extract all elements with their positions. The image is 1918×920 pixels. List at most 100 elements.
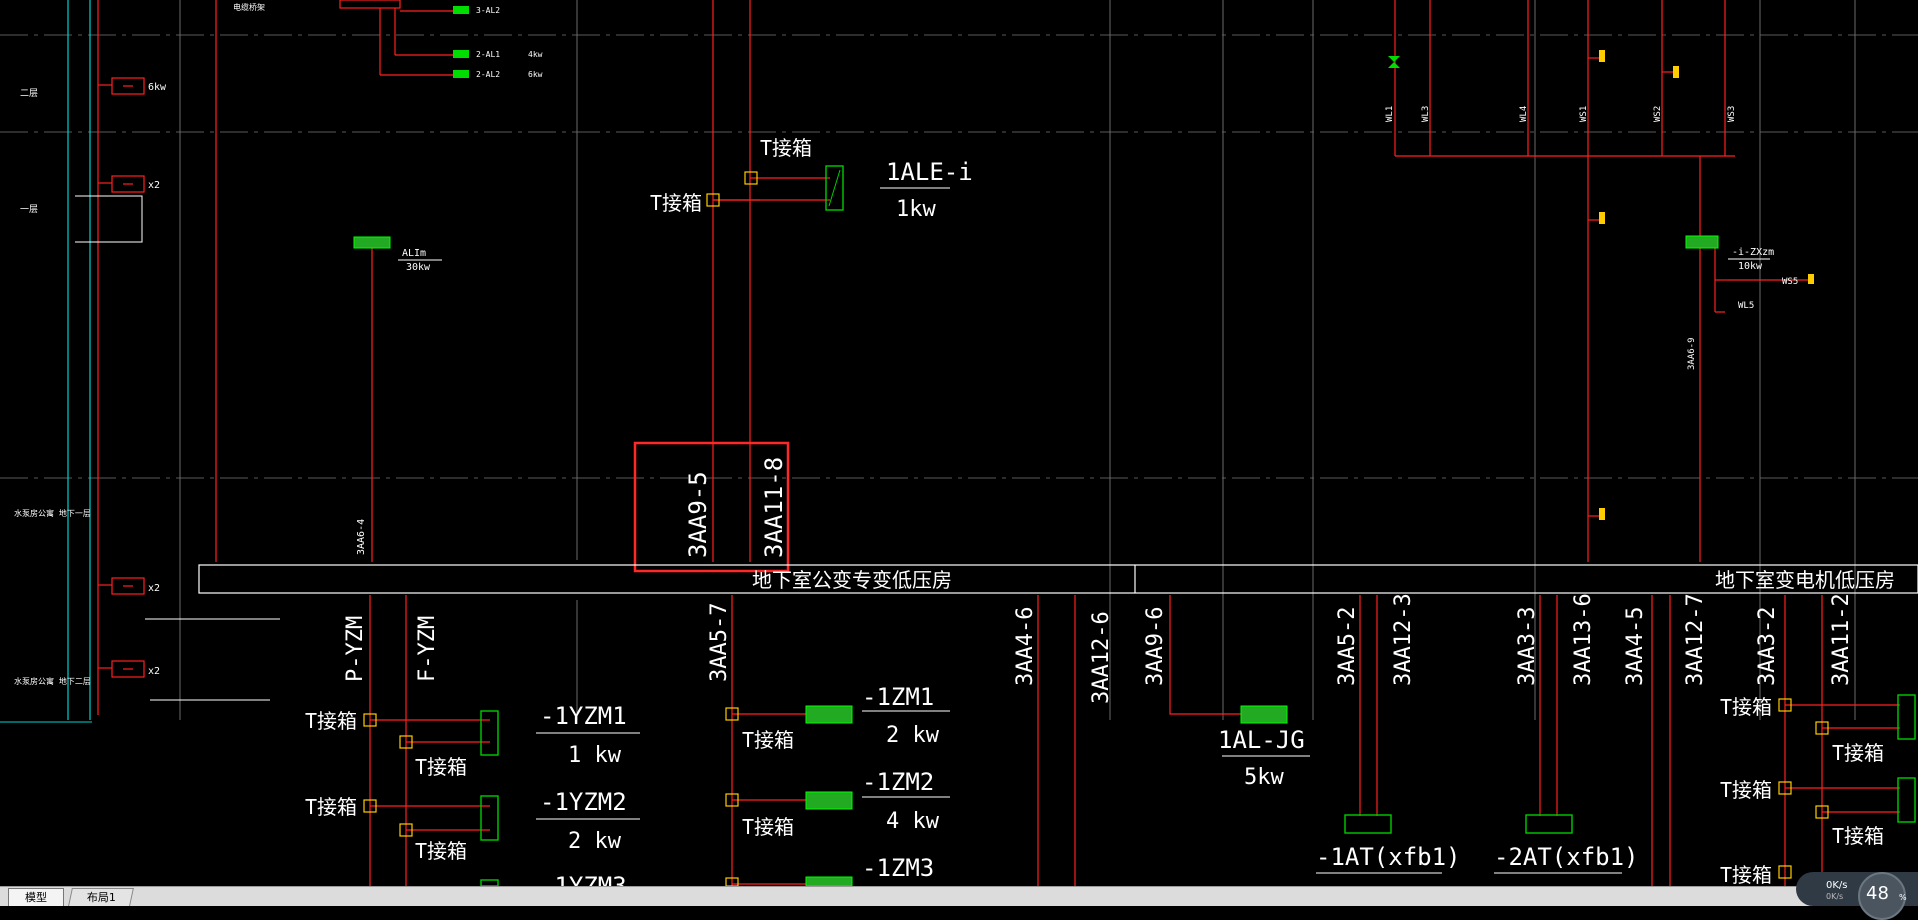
feeder-3aa4-5: 3AA4-5 [1623,607,1648,686]
top-al2-label: 3-AL2 [476,6,500,15]
top-small-panels [453,6,469,78]
row-label: 水泵房公寓 地下二层 [14,676,91,686]
feeder-3aa9-5: 3AA9-5 [684,471,712,558]
circuit-wl5: WL5 [1738,301,1754,311]
lower-panel-boxes [480,694,1916,886]
tab-layout1[interactable]: 布局1 [68,888,134,906]
panel-alim-symbol [353,236,391,249]
usage-gauge-unit: % [1899,893,1907,902]
t-box-label: T接箱 [650,191,702,215]
column-lines [179,0,1856,720]
network-speed-widget[interactable]: 0K/s 0K/s 48 % [1796,872,1918,920]
panel-zxzm-kw: 10kw [1738,261,1763,272]
feeder-3aa3-2: 3AA3-2 [1755,607,1780,686]
panel-1al-jg: 1AL-JG [1218,726,1305,754]
feeder-3aa12-3: 3AA12-3 [1391,593,1416,686]
panel-1yzm1: -1YZM1 [540,702,627,730]
t-box-junction [744,171,758,185]
top-al2b-label: 2-AL2 [476,70,500,79]
t-box-label: T接箱 [1832,824,1884,848]
x2-label: x2 [148,583,160,594]
t-box-label: T接箱 [1720,695,1772,719]
feeder-3aa5-2: 3AA5-2 [1335,607,1360,686]
panel-zxzm-symbol [1685,235,1719,249]
top-al1-kw: 4kw [528,50,543,59]
panel-1yzm2-kw: 2 kw [568,829,622,854]
feeder-3aa12-7: 3AA12-7 [1683,593,1708,686]
circuit-ws2: WS2 [1653,106,1663,122]
panel-alim-label: ALIm [402,248,426,259]
feeder-3aa3-3: 3AA3-3 [1515,607,1540,686]
circuit-ws1: WS1 [1579,106,1589,122]
center-risers [371,0,830,562]
t-box-label: T接箱 [305,795,357,819]
t-box-label: T接箱 [1832,741,1884,765]
t-box-label: T接箱 [305,709,357,733]
feeder-3aa11-2: 3AA11-2 [1829,593,1854,686]
tab-layout1-label: 布局1 [86,891,116,904]
top-al1-label: 2-AL1 [476,50,500,59]
left-riser [67,0,91,720]
cad-drawing-canvas[interactable]: 6kw x2 x2 x2 二层 一层 水泵房公寓 地下一层 水泵房公寓 地下二层… [0,0,1918,886]
panel-1al-jg-kw: 5kw [1244,765,1284,790]
x2-label: x2 [148,666,160,677]
x2-label: 6kw [148,82,167,93]
lower-hatched-panels [805,705,1288,886]
t-box-label: T接箱 [415,839,467,863]
feeder-p-yzm: P-YZM [343,616,368,682]
selection-rectangle [633,441,790,573]
t-box-label: T接箱 [742,815,794,839]
panel-name: 1ALE-i [886,158,973,186]
panel-1yzm3: -1YZM3 [540,872,627,886]
feeder-3aa6-4: 3AA6-4 [356,519,367,555]
panel-1yzm1-kw: 1 kw [568,743,622,768]
feeder-3aa6-9: 3AA6-9 [1687,337,1697,370]
tab-model[interactable]: 模型 [8,888,64,906]
t-box-label: T接箱 [760,136,812,160]
lower-left-feeders [369,595,1900,886]
panel-box [825,165,844,211]
room-bar [198,564,1918,594]
left-red-bus [97,0,217,715]
top-al2b-kw: 6kw [528,70,543,79]
top-small-feeders [339,0,455,76]
circuit-wl4: WL4 [1519,106,1529,122]
feeder-3aa11-8: 3AA11-8 [760,457,788,558]
panel-1at: -1AT(xfb1) [1316,843,1461,871]
panel-2at: -2AT(xfb1) [1494,843,1639,871]
circuit-labels: WL1 WL3 WL4 WS1 WS2 WS3 [1385,106,1737,122]
feeder-3aa13-6: 3AA13-6 [1571,593,1596,686]
green-valve-icon [1388,56,1400,68]
upload-speed: 0K/s [1826,880,1848,891]
panel-kw: 1kw [896,197,936,222]
t-box-label: T接箱 [742,728,794,752]
x2-label: x2 [148,180,160,191]
panel-1zm2-kw: 4 kw [886,809,940,834]
download-speed: 0K/s [1826,892,1844,901]
circuit-wl3: WL3 [1421,106,1431,122]
row-label: 水泵房公寓 地下一层 [14,508,91,518]
usage-gauge-value: 48 [1866,883,1889,904]
feeder-3aa4-6: 3AA4-6 [1013,607,1038,686]
circuit-ws3: WS3 [1727,106,1737,122]
panel-1yzm2: -1YZM2 [540,788,627,816]
room-public-label: 地下室公变专变低压房 [752,568,952,592]
t-box-junction [706,193,720,207]
circuit-wl1: WL1 [1385,106,1395,122]
feeder-3aa9-6: 3AA9-6 [1143,607,1168,686]
top-note: 电缆桥架 [233,2,265,12]
feeder-3aa5-7: 3AA5-7 [707,603,732,682]
row-label: 二层 [20,88,38,99]
top-right-wiring [1394,0,1810,562]
panel-zxzm: -i-ZXzm [1732,247,1774,258]
feeder-3aa12-6: 3AA12-6 [1089,611,1114,704]
panel-alim-kw: 30kw [406,262,431,273]
lower-junctions [363,698,1829,886]
row-label: 一层 [20,204,38,215]
panel-1zm1-kw: 2 kw [886,723,940,748]
grid-lines [0,34,1918,479]
panel-1zm1: -1ZM1 [862,683,934,711]
t-box-label: T接箱 [415,755,467,779]
room-motor-label: 地下室变电机低压房 [1715,568,1895,592]
t-box-label: T接箱 [1720,778,1772,802]
